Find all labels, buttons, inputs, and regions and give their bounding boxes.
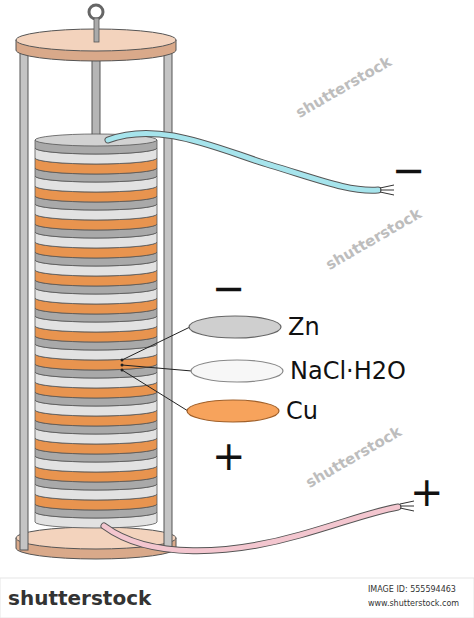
- image-id: IMAGE ID: 555594463: [368, 586, 456, 594]
- watermark: shutterstock: [323, 206, 424, 273]
- positive-wire: [104, 507, 398, 551]
- disc-key: NaCl·H2O: [190, 356, 410, 386]
- negative-wire: [108, 133, 378, 190]
- leader-line: [122, 365, 192, 371]
- disc-label: Cu: [286, 396, 318, 426]
- disc-shape: [190, 356, 284, 386]
- disc-label: NaCl·H2O: [290, 356, 406, 386]
- wire-strand: [380, 185, 394, 188]
- frame-rod: [20, 52, 28, 550]
- watermark: shutterstock: [293, 54, 394, 121]
- wire-strand: [380, 190, 394, 191]
- wire-strand: [380, 192, 394, 195]
- disc-key: Cu: [186, 396, 322, 426]
- positive-wire: [104, 507, 398, 551]
- positive-sign: +: [212, 436, 246, 476]
- leader-line: [122, 327, 190, 360]
- leader-dot: [121, 369, 124, 372]
- disc-key: Zn: [188, 312, 324, 342]
- positive-terminal-sign: +: [410, 472, 444, 512]
- negative-sign: −: [212, 268, 246, 308]
- leader-line: [122, 370, 188, 411]
- leader-dot: [121, 359, 124, 362]
- watermark: shutterstock: [303, 424, 404, 491]
- leader-dot: [121, 364, 124, 367]
- watermark-url: www.shutterstock.com: [368, 600, 459, 608]
- disc-shape: [188, 312, 282, 342]
- watermark-logo: shutterstock: [8, 588, 151, 608]
- negative-wire: [108, 133, 378, 190]
- frame-rod: [164, 52, 172, 550]
- disc-shape: [186, 396, 280, 426]
- screw-rod: [94, 18, 99, 42]
- disc-label: Zn: [288, 312, 320, 342]
- negative-terminal-sign: −: [392, 150, 426, 190]
- hanging-ring: [89, 5, 103, 19]
- watermark-bar: [0, 578, 474, 618]
